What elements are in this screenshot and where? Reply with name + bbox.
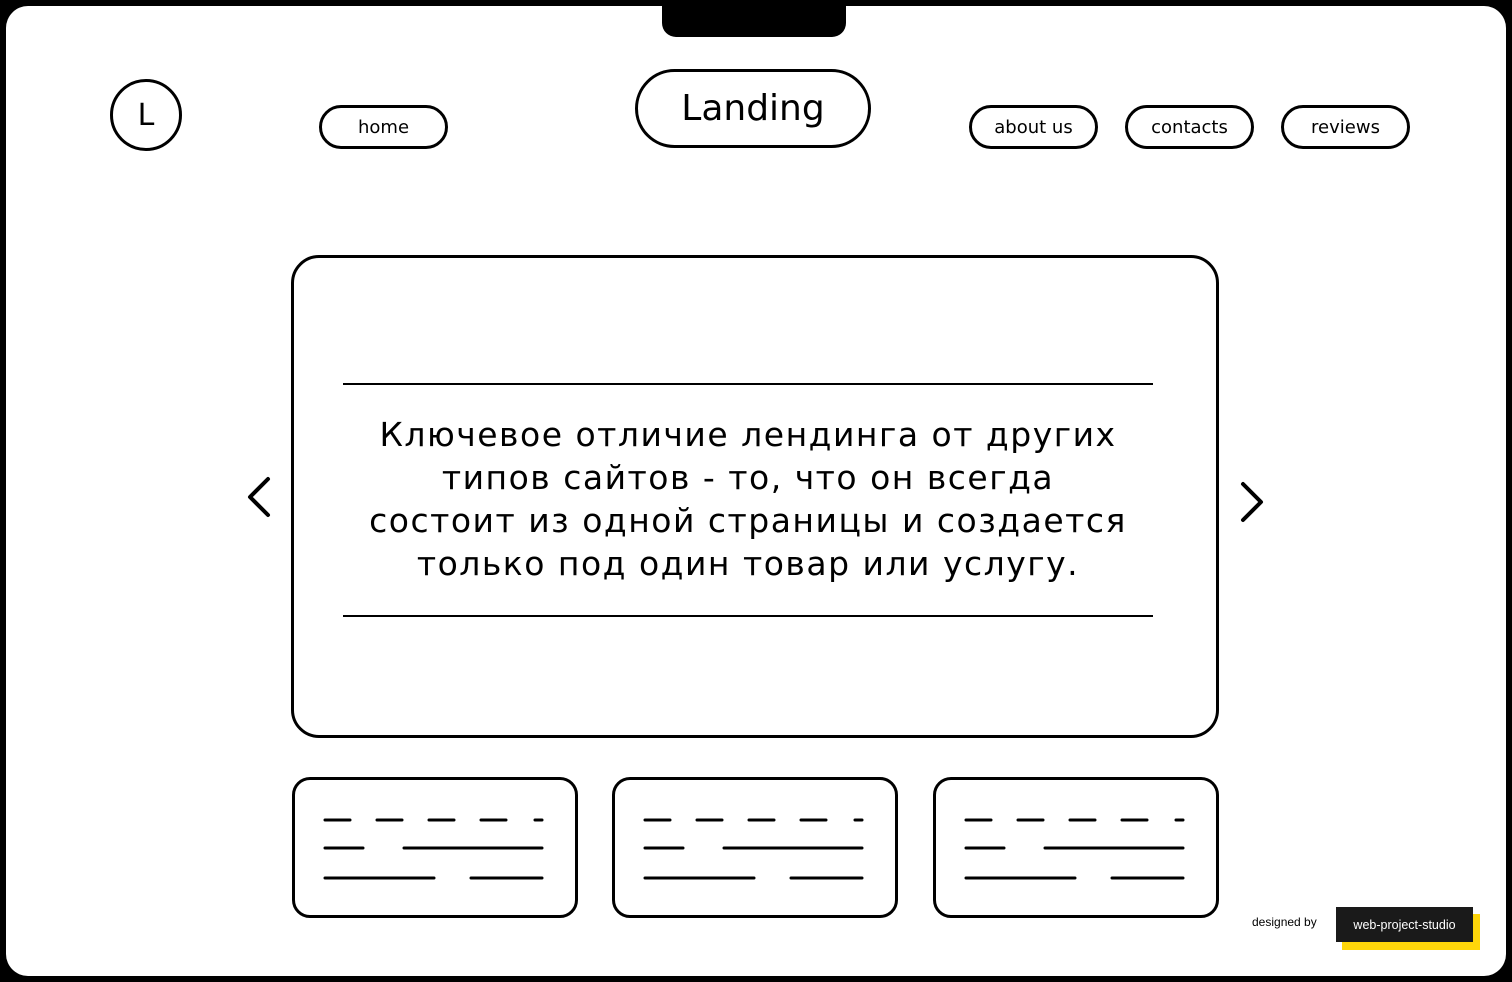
nav-contacts-label: contacts	[1151, 116, 1228, 138]
placeholder-card[interactable]	[933, 777, 1219, 918]
placeholder-text-lines	[643, 818, 864, 880]
nav-reviews-button[interactable]: reviews	[1281, 105, 1410, 149]
designed-by-label: designed by	[1252, 915, 1317, 929]
slide-divider-top	[343, 383, 1153, 385]
logo[interactable]: L	[110, 79, 182, 151]
camera-notch	[662, 6, 846, 37]
page-title-label: Landing	[681, 88, 825, 129]
chevron-right-icon[interactable]	[1231, 472, 1271, 532]
landing-wireframe-page: L home Landing about us contacts reviews…	[6, 6, 1506, 976]
nav-about-us-label: about us	[994, 116, 1073, 138]
nav-reviews-label: reviews	[1311, 116, 1380, 138]
nav-home-label: home	[357, 116, 410, 138]
nav-home-button[interactable]: home	[319, 105, 448, 149]
page-title[interactable]: Landing	[635, 69, 871, 148]
studio-name: web-project-studio	[1353, 917, 1456, 932]
logo-letter: L	[137, 97, 155, 133]
placeholder-card[interactable]	[292, 777, 578, 918]
nav-contacts-button[interactable]: contacts	[1125, 105, 1254, 149]
studio-badge[interactable]: web-project-studio	[1336, 907, 1473, 942]
chevron-left-icon[interactable]	[240, 467, 280, 527]
slide-text: Ключевое отличие лендинга от других типо…	[369, 415, 1127, 583]
placeholder-text-lines	[323, 818, 544, 880]
slide-divider-bottom	[343, 615, 1153, 617]
placeholder-text-lines	[964, 818, 1185, 880]
slide-card: Ключевое отличие лендинга от других типо…	[291, 255, 1219, 738]
placeholder-card[interactable]	[612, 777, 898, 918]
nav-about-us-button[interactable]: about us	[969, 105, 1098, 149]
